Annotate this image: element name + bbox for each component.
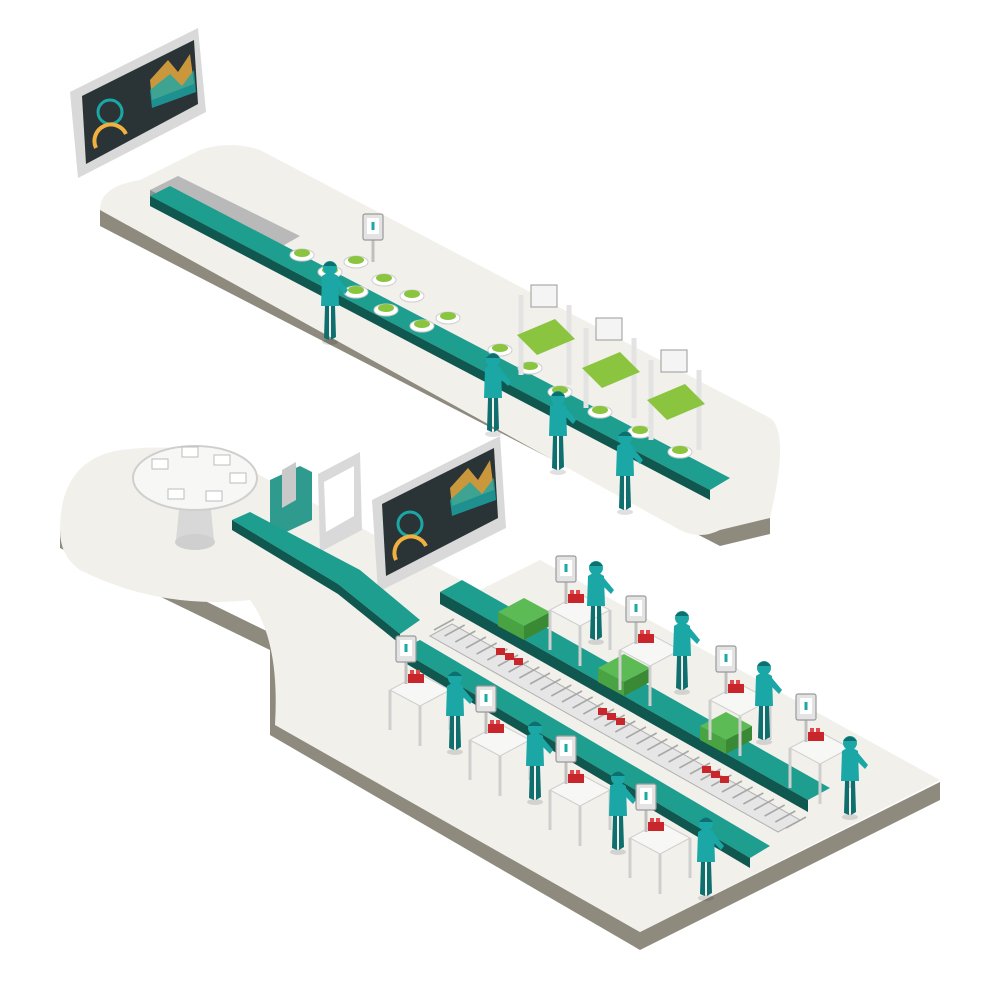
produce-tray bbox=[343, 255, 369, 269]
roller bbox=[678, 756, 700, 769]
red-package bbox=[598, 708, 625, 725]
produce-tray bbox=[587, 405, 613, 419]
produce-tray bbox=[487, 343, 513, 357]
roller bbox=[572, 696, 594, 709]
package-box bbox=[151, 458, 169, 470]
roller bbox=[561, 690, 583, 703]
produce-tray bbox=[373, 303, 399, 317]
roller bbox=[742, 792, 764, 805]
roller bbox=[540, 678, 562, 691]
roller bbox=[433, 618, 455, 631]
round-sorting-table bbox=[132, 445, 258, 550]
roller bbox=[689, 762, 711, 775]
produce-tray bbox=[517, 361, 543, 375]
package-box bbox=[181, 446, 199, 458]
roller bbox=[753, 798, 775, 811]
roller bbox=[454, 630, 476, 643]
roller bbox=[657, 744, 679, 757]
roller bbox=[529, 672, 551, 685]
red-package bbox=[496, 648, 523, 665]
lower-dashboard-monitor bbox=[372, 436, 506, 592]
roller bbox=[497, 654, 519, 667]
upper-conveyor bbox=[150, 176, 730, 500]
roller bbox=[518, 666, 540, 679]
produce-tray bbox=[409, 319, 435, 333]
produce-tray bbox=[343, 285, 369, 299]
roller bbox=[550, 684, 572, 697]
roller bbox=[668, 750, 690, 763]
upper-conveyor-belt bbox=[150, 186, 730, 490]
roller bbox=[785, 816, 807, 829]
package-box bbox=[205, 490, 223, 502]
roller bbox=[604, 714, 626, 727]
upper-packing-stations bbox=[517, 284, 705, 450]
produce-tray bbox=[399, 289, 425, 303]
roller bbox=[646, 738, 668, 751]
roller bbox=[444, 624, 466, 637]
roller bbox=[508, 660, 530, 673]
roller bbox=[774, 810, 796, 823]
package-box bbox=[213, 454, 231, 466]
produce-tray bbox=[667, 445, 693, 459]
upper-dashboard-monitor bbox=[70, 28, 206, 178]
produce-tray bbox=[289, 248, 315, 262]
roller bbox=[614, 720, 636, 733]
roller bbox=[625, 726, 647, 739]
roller bbox=[721, 780, 743, 793]
green-crate bbox=[598, 654, 650, 696]
feed-conveyor bbox=[232, 512, 420, 634]
roller bbox=[636, 732, 658, 745]
roller bbox=[700, 768, 722, 781]
lower-platform-side bbox=[60, 530, 940, 950]
roller bbox=[476, 642, 498, 655]
roller bbox=[465, 636, 487, 649]
produce-tray bbox=[371, 273, 397, 287]
package-box bbox=[167, 488, 185, 500]
labeling-machine bbox=[270, 452, 362, 552]
roller bbox=[764, 804, 786, 817]
package-box bbox=[229, 472, 247, 484]
red-packages bbox=[496, 648, 729, 783]
roller bbox=[732, 786, 754, 799]
green-crate bbox=[498, 598, 550, 640]
red-package bbox=[702, 766, 729, 783]
produce-tray bbox=[435, 311, 461, 325]
roller bbox=[582, 702, 604, 715]
